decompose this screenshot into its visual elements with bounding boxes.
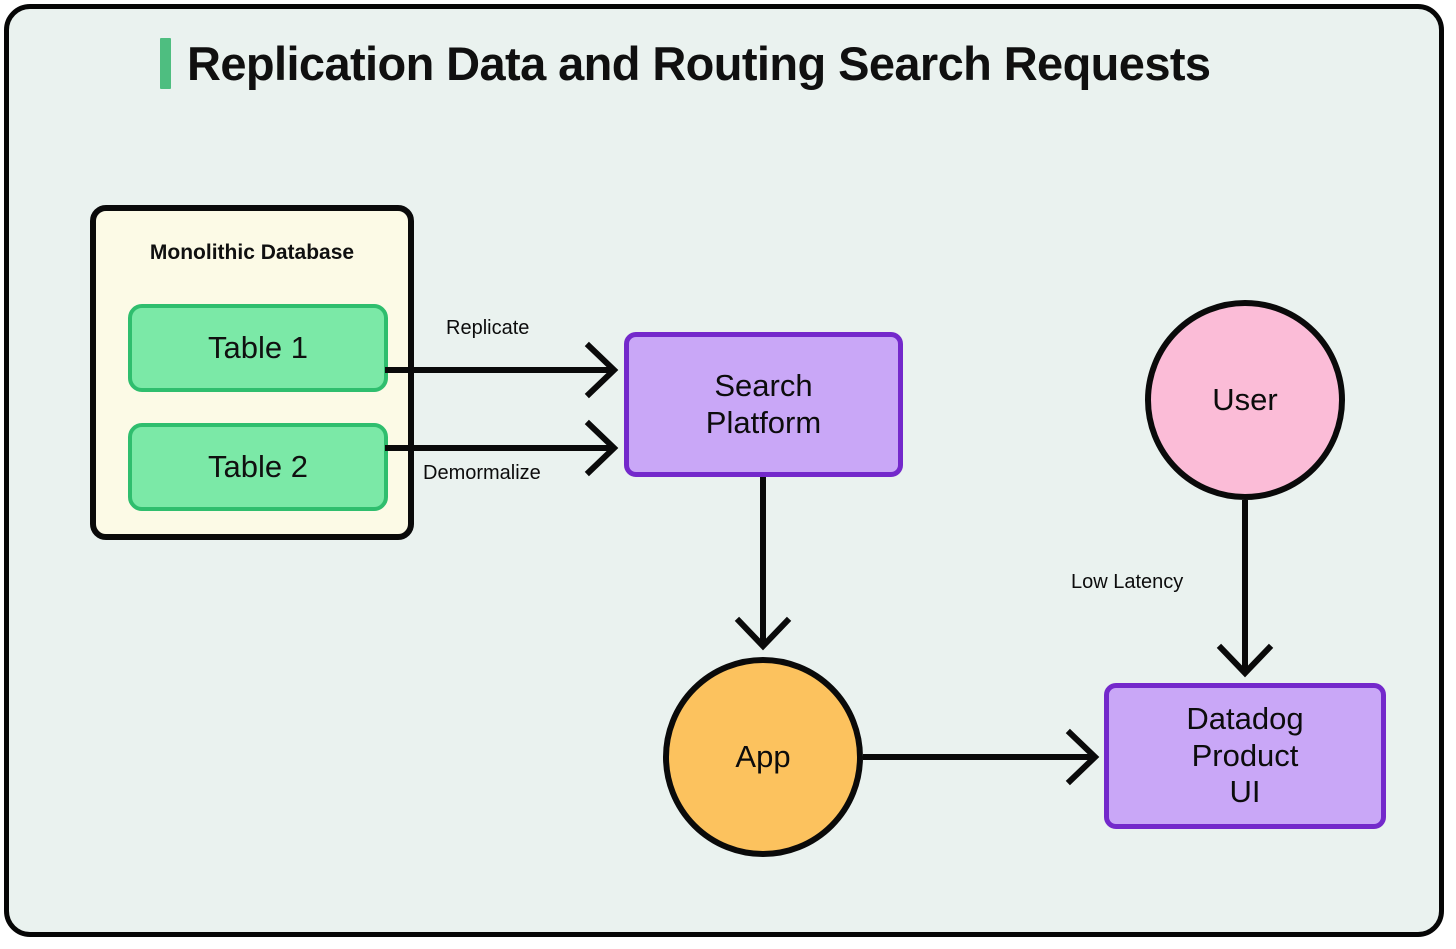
search-platform-label-line2: Platform [705,404,822,440]
title-accent-bar [160,37,171,89]
monolithic-database-label: Monolithic Database [149,241,355,264]
page-title-text: Replication Data and Routing Search Requ… [187,36,1211,90]
node-monolithic-database[interactable]: Monolithic Database Table 1 Table 2 [90,205,414,540]
node-search-platform[interactable]: Search Platform [624,332,903,477]
search-platform-label-line1: Search [714,367,813,403]
app-label: App [735,739,791,774]
node-datadog-product-ui[interactable]: Datadog Product UI [1104,683,1386,829]
edge-label-low-latency: Low Latency [1071,571,1184,593]
datadog-label-line2: Product [1191,737,1299,773]
node-user[interactable]: User [1145,300,1345,500]
datadog-label-line1: Datadog [1186,701,1304,737]
edge-label-replicate: Replicate [446,317,530,339]
node-table-1[interactable]: Table 1 [128,304,388,392]
node-table-2[interactable]: Table 2 [128,423,388,511]
user-label: User [1212,382,1278,417]
datadog-label-line3: UI [1229,774,1261,810]
edge-label-demormalize: Demormalize [423,462,541,484]
search-platform-label: Search Platform [706,368,821,441]
node-app[interactable]: App [663,657,863,857]
page-title: Replication Data and Routing Search Requ… [160,28,1211,98]
datadog-product-ui-label: Datadog Product UI [1186,701,1303,811]
